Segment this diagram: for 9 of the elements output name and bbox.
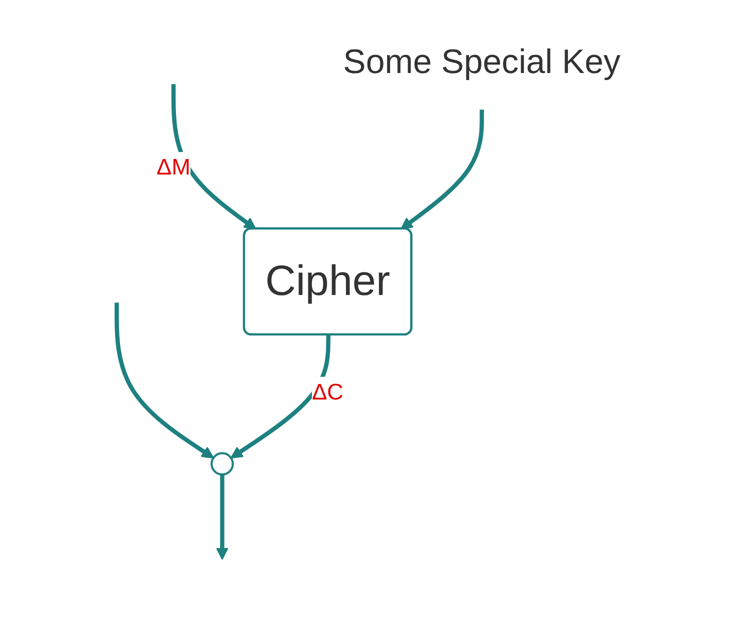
arrow [172, 84, 257, 230]
edge-label: ΔM [156, 156, 191, 180]
edge-label: ΔC [312, 381, 344, 406]
node-text: Some Special Key [344, 43, 621, 82]
arrow [115, 302, 214, 459]
arrow [400, 110, 484, 230]
node-circle [210, 452, 234, 476]
arrow [216, 474, 229, 560]
arrow [230, 335, 331, 459]
